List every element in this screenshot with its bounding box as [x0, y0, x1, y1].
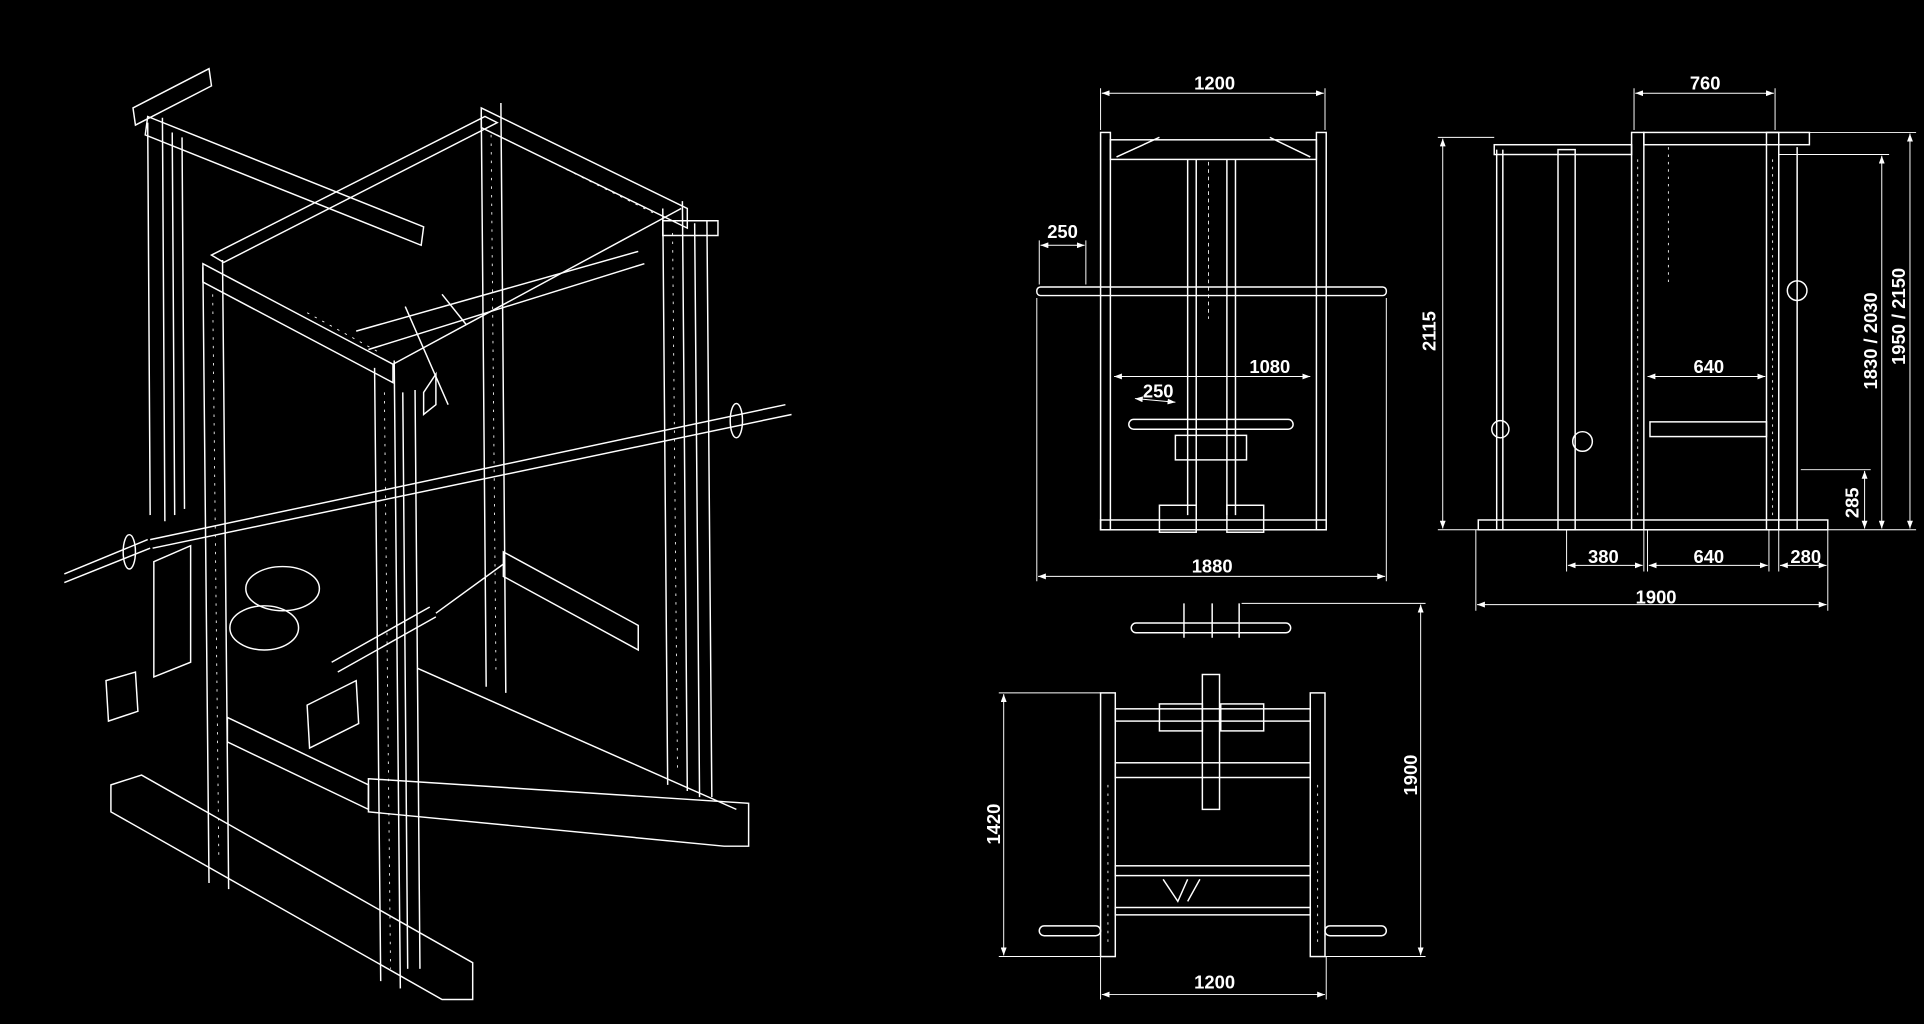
dim-overall-width: 1880: [1192, 556, 1233, 577]
dim-handle-length: 250: [1143, 380, 1174, 401]
dim-rear-depth: 380: [1588, 546, 1619, 567]
dim-front-width: 1200: [1194, 73, 1235, 94]
isometric-rack-view: [64, 67, 792, 1001]
dim-side-overall-depth: 1900: [1636, 586, 1677, 607]
dim-top-width: 1200: [1194, 971, 1235, 992]
dim-front-foot: 280: [1790, 546, 1821, 567]
dim-bar-overhang: 250: [1047, 221, 1078, 242]
dim-base-depth: 640: [1694, 546, 1725, 567]
dim-overall-height: 2115: [1418, 311, 1439, 351]
dim-top-overall-depth: 1900: [1400, 755, 1421, 796]
dim-height-b: 1950 / 2150: [1888, 268, 1909, 365]
dim-safety-height: 285: [1841, 487, 1862, 518]
dim-side-depth: 760: [1690, 73, 1721, 94]
dim-top-frame-depth: 1420: [983, 804, 1004, 845]
side-view: 760 2115 1830 / 2030 1950 / 2150 640 285…: [1418, 73, 1917, 611]
dim-height-a: 1830 / 2030: [1860, 292, 1881, 389]
top-view: 1420 1900 1200: [983, 602, 1426, 1000]
dim-inner-depth: 640: [1694, 356, 1725, 377]
front-view: 1200 250 1080 250 1880: [1036, 73, 1388, 582]
dim-inner-width: 1080: [1249, 356, 1290, 377]
